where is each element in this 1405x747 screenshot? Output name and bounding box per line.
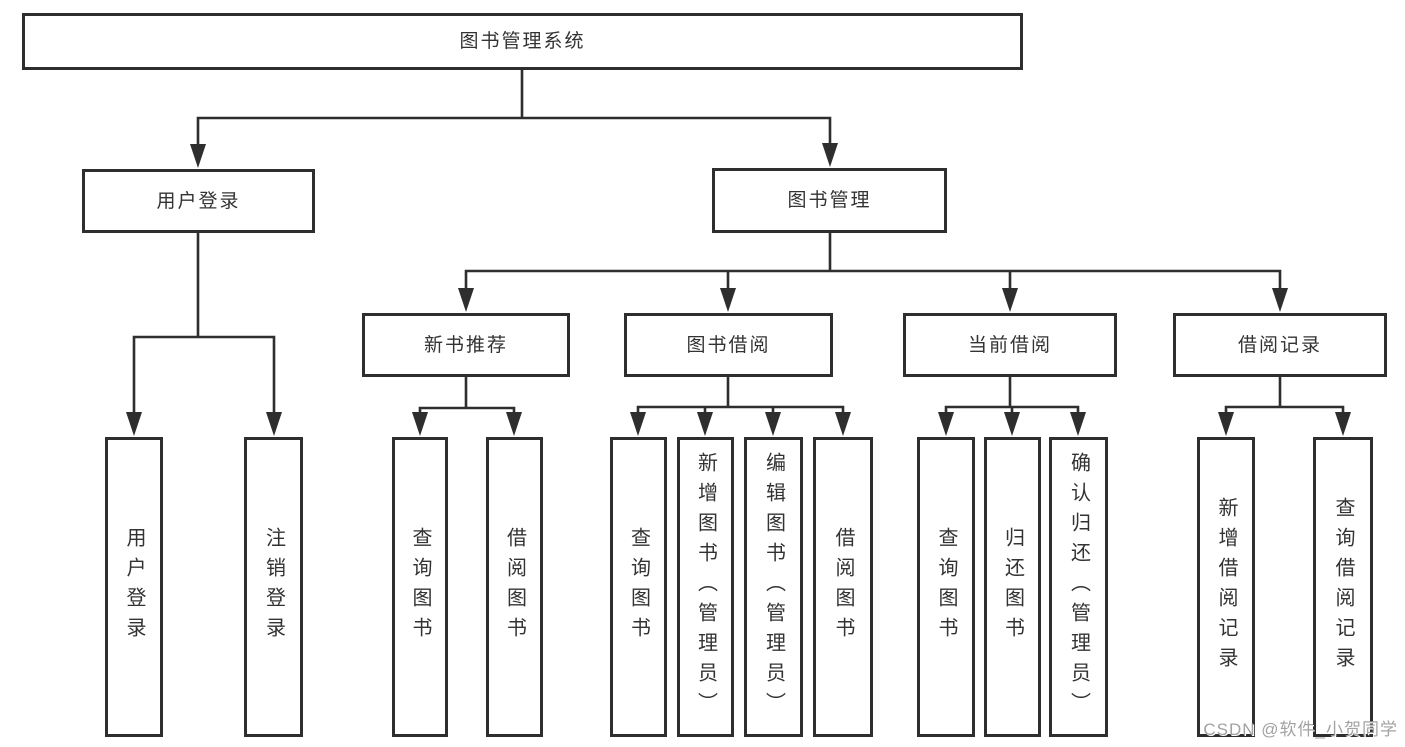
leaf-br-query-record: 查询借阅记录 bbox=[1313, 437, 1373, 737]
node-user-login: 用户登录 bbox=[82, 169, 315, 233]
node-book-borrow: 图书借阅 bbox=[624, 313, 833, 377]
leaf-cb-return-books: 归还图书 bbox=[984, 437, 1041, 737]
leaf-nb-borrow-books: 借阅图书 bbox=[486, 437, 543, 737]
leaf-br-add-record: 新增借阅记录 bbox=[1197, 437, 1255, 737]
node-new-book-recommend: 新书推荐 bbox=[362, 313, 570, 377]
leaf-bb-borrow-books: 借阅图书 bbox=[813, 437, 873, 737]
arrowheads bbox=[126, 143, 1351, 436]
leaf-bb-add-books: 新增图书（管理员） bbox=[677, 437, 734, 737]
node-book-management: 图书管理 bbox=[712, 168, 947, 233]
leaf-user-login: 用户登录 bbox=[105, 437, 163, 737]
node-borrow-records: 借阅记录 bbox=[1173, 313, 1387, 377]
leaf-bb-edit-books: 编辑图书（管理员） bbox=[744, 437, 803, 737]
csdn-watermark: CSDN @软件_小贺同学 bbox=[1203, 720, 1398, 739]
node-current-borrow: 当前借阅 bbox=[903, 313, 1117, 377]
node-root: 图书管理系统 bbox=[22, 13, 1023, 70]
leaf-cb-query-books: 查询图书 bbox=[917, 437, 975, 737]
leaf-cb-confirm-return: 确认归还（管理员） bbox=[1049, 437, 1108, 737]
leaf-logout: 注销登录 bbox=[244, 437, 303, 737]
leaf-bb-query-books: 查询图书 bbox=[610, 437, 667, 737]
leaf-nb-query-books: 查询图书 bbox=[392, 437, 448, 737]
